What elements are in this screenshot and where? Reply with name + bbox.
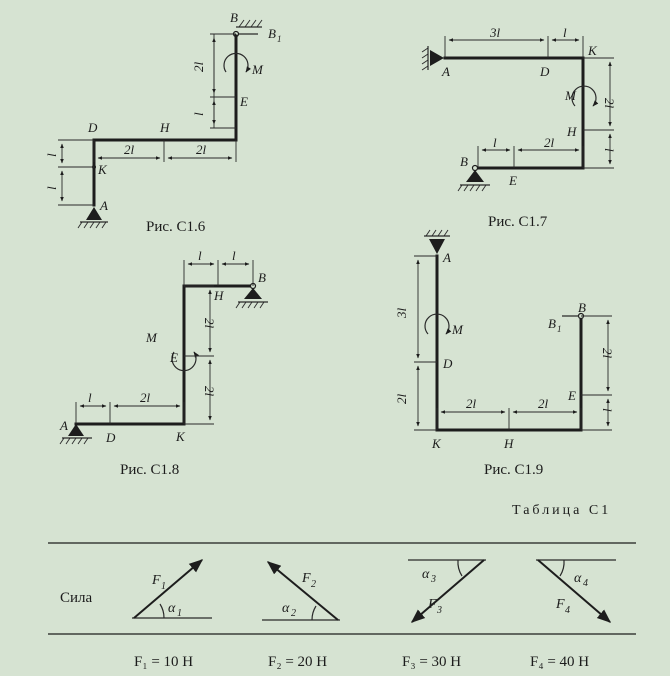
c19-dim-2l-b2: 2l bbox=[538, 396, 549, 411]
f2-sub: 2 bbox=[311, 579, 316, 590]
f4-name: F bbox=[555, 597, 565, 612]
c16-caption: Рис. С1.6 bbox=[146, 219, 206, 235]
f3-value: F₃ = 30 Н bbox=[402, 654, 461, 670]
c19-moment-m: M bbox=[451, 322, 464, 337]
c18-label-h: H bbox=[213, 288, 224, 303]
f3-name: F bbox=[427, 597, 437, 612]
c18-dim-l-top2: l bbox=[232, 248, 236, 263]
c18-label-d: D bbox=[105, 430, 116, 445]
c19-caption: Рис. С1.9 bbox=[484, 462, 543, 478]
c17-dim-l-right: l bbox=[602, 148, 617, 152]
c18-caption: Рис. С1.8 bbox=[120, 462, 179, 478]
c19-label-d: D bbox=[442, 356, 453, 371]
c17-label-k: K bbox=[587, 43, 598, 58]
f4-sub: 4 bbox=[565, 605, 570, 616]
c16-label-h: H bbox=[159, 120, 170, 135]
force-f1-diagram: F 1 α 1 bbox=[132, 559, 212, 619]
c18-label-b: B bbox=[258, 270, 266, 285]
c18-dim-2l-v1: 2l bbox=[202, 318, 217, 329]
c16-label-b1-sub: 1 bbox=[277, 34, 282, 44]
c19-label-b1-sub: 1 bbox=[557, 324, 562, 334]
c17-caption: Рис. С1.7 bbox=[488, 214, 548, 230]
c16-dim-l-left1: l bbox=[44, 153, 59, 157]
c16-dim-l-left2: l bbox=[44, 186, 59, 190]
f3-angle: α bbox=[422, 567, 430, 582]
c16-dim-2l-h1: 2l bbox=[124, 142, 135, 157]
c18-label-e: E bbox=[169, 350, 178, 365]
f2-angle-sub: 2 bbox=[291, 608, 296, 619]
f1-name: F bbox=[151, 573, 161, 588]
c16-label-k: K bbox=[97, 162, 108, 177]
c17-dim-l-top: l bbox=[563, 25, 567, 40]
figure-c1-8: A D K E H B M l 2l 2l 2l l l Рис. С1.8 bbox=[59, 248, 268, 478]
f3-sub: 3 bbox=[436, 605, 442, 616]
c19-label-b: B bbox=[578, 300, 586, 315]
c17-label-a: A bbox=[441, 64, 450, 79]
c17-moment-m: M bbox=[564, 88, 577, 103]
force-f3-diagram: F 3 α 3 bbox=[408, 559, 486, 623]
f1-sub: 1 bbox=[161, 581, 166, 592]
c18-label-k: K bbox=[175, 429, 186, 444]
c17-label-b: B bbox=[460, 154, 468, 169]
figure-c1-7: A D K H B E M 3l l 2l l l 2l Рис. С1.7 bbox=[421, 25, 617, 230]
f1-angle-sub: 1 bbox=[177, 608, 182, 619]
figure-c1-9: A D K H E B B 1 M 3l 2l 2l 2l 2l l Рис. … bbox=[394, 229, 615, 478]
c18-dim-l-bot: l bbox=[88, 390, 92, 405]
c18-moment-m: M bbox=[145, 330, 158, 345]
c17-label-d: D bbox=[539, 64, 550, 79]
f4-angle: α bbox=[574, 571, 582, 586]
c19-label-e: E bbox=[567, 388, 576, 403]
c19-dim-2l-right: 2l bbox=[600, 348, 615, 359]
f1-value: F₁ = 10 Н bbox=[134, 654, 193, 670]
c16-label-b: B bbox=[230, 10, 238, 25]
c16-label-b1: B bbox=[268, 26, 276, 41]
c17-dim-3l: 3l bbox=[489, 25, 501, 40]
c18-dim-2l-v2: 2l bbox=[202, 386, 217, 397]
c16-label-d: D bbox=[87, 120, 98, 135]
f2-angle: α bbox=[282, 601, 290, 616]
c18-dim-2l-bot: 2l bbox=[140, 390, 151, 405]
figure-c1-6: B B 1 E D H K A M 2l l l l 2l 2l Рис. С1… bbox=[44, 10, 282, 235]
table-c1: Таблица С1 Сила F 1 α 1 F 2 α 2 bbox=[48, 503, 636, 670]
c17-dim-l-bot: l bbox=[493, 135, 497, 150]
f1-angle: α bbox=[168, 601, 176, 616]
c16-dim-2l-vert: 2l bbox=[191, 62, 206, 73]
f2-name: F bbox=[301, 571, 311, 586]
force-f4-diagram: F 4 α 4 bbox=[536, 559, 616, 623]
f2-value: F₂ = 20 Н bbox=[268, 654, 327, 670]
c19-dim-3l: 3l bbox=[394, 308, 409, 320]
c17-dim-2l-right: 2l bbox=[602, 98, 617, 109]
c16-label-e: E bbox=[239, 94, 248, 109]
c19-dim-2l-left: 2l bbox=[394, 394, 409, 405]
c19-label-h: H bbox=[503, 436, 514, 451]
c19-dim-l-right: l bbox=[600, 408, 615, 412]
c19-label-b1: B bbox=[548, 316, 556, 331]
f4-value: F₄ = 40 Н bbox=[530, 654, 589, 670]
f3-angle-sub: 3 bbox=[430, 574, 436, 585]
table-row-label: Сила bbox=[60, 590, 93, 606]
force-f2-diagram: F 2 α 2 bbox=[262, 561, 340, 621]
c18-dim-l-top1: l bbox=[198, 248, 202, 263]
c16-dim-l-vert: l bbox=[191, 112, 206, 116]
c17-label-h: H bbox=[566, 124, 577, 139]
c16-moment-m: M bbox=[251, 62, 264, 77]
c18-label-a: A bbox=[59, 418, 68, 433]
c17-dim-2l-bot: 2l bbox=[544, 135, 555, 150]
c16-label-a: A bbox=[99, 198, 108, 213]
f4-angle-sub: 4 bbox=[583, 578, 588, 589]
table-title: Таблица С1 bbox=[512, 503, 611, 518]
c16-dim-2l-h2: 2l bbox=[196, 142, 207, 157]
c19-label-k: K bbox=[431, 436, 442, 451]
c17-label-e: E bbox=[508, 173, 517, 188]
c19-dim-2l-b1: 2l bbox=[466, 396, 477, 411]
c19-label-a: A bbox=[442, 250, 451, 265]
